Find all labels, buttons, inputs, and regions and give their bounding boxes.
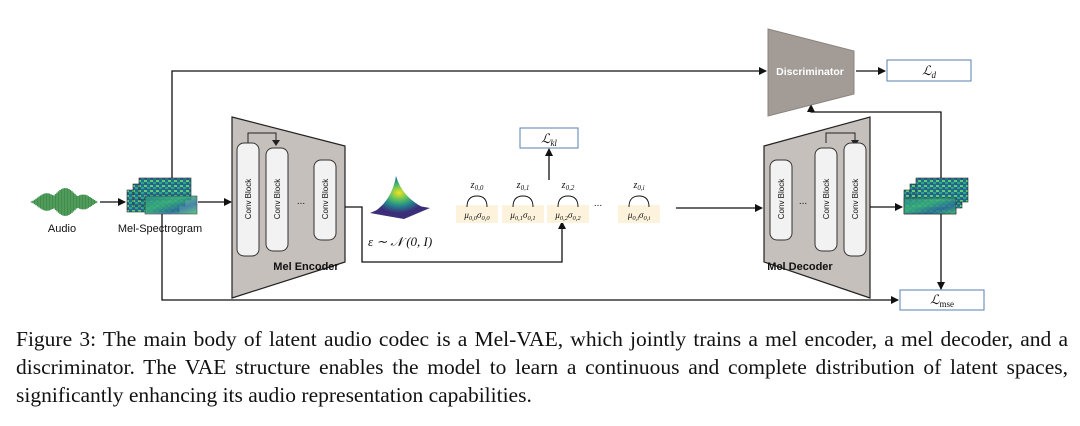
encoder-conv-block-label-1: Conv Block [244, 178, 253, 219]
latent-group: z0,i μ0,iσ0,i [618, 180, 660, 223]
svg-text:ℒkl: ℒkl [541, 131, 557, 148]
audio-label: Audio [48, 223, 76, 235]
decoder-conv-block-1 [769, 159, 793, 241]
latent-variables: z0,0 μ0,0σ0,0 z0,1 μ0,1σ0,1 z0,2 μ0,2σ0,2 z0,i… [456, 180, 660, 223]
encoder-conv-block-label-2: Conv Block [273, 178, 282, 219]
encoder-ellipsis: ... [297, 196, 305, 207]
svg-text:ℒmse: ℒmse [930, 292, 954, 309]
latent-branch [512, 195, 534, 208]
latent-z-label: z0,0 [470, 180, 484, 192]
mel-spectrogram-label: Mel-Spectrogram [118, 223, 202, 235]
kl-loss-box: ℒkl [519, 127, 579, 149]
encoder-conv-block-3 [313, 159, 337, 241]
latent-z-label: z0,i [632, 180, 644, 192]
latent-group: z0,0 μ0,0σ0,0 [456, 180, 498, 223]
latent-ellipsis: ... [594, 198, 602, 209]
latent-group: z0,2 μ0,2σ0,2 [547, 180, 589, 223]
encoder-title: Mel Encoder [273, 261, 339, 273]
latent-branch [466, 195, 488, 208]
svg-text:ℒd: ℒd [922, 63, 936, 80]
audio-waveform-icon [30, 188, 99, 216]
decoder-conv-block-label-2: Conv Block [822, 178, 831, 219]
mse-loss-symbol: ℒ [930, 292, 940, 307]
discriminator-label: Discriminator [776, 66, 844, 78]
latent-mu-sigma-label: μ0,2σ0,2 [554, 210, 581, 222]
latent-z-label: z0,1 [516, 180, 530, 192]
input-spectrogram-icon [126, 177, 198, 215]
kl-loss-symbol: ℒ [541, 131, 551, 146]
mse-loss-box: ℒmse [899, 289, 985, 311]
decoder-conv-block-label-3: Conv Block [851, 178, 860, 219]
encoder-conv-block-1 [236, 142, 260, 257]
decoder-conv-block-3 [843, 142, 867, 257]
decoder-conv-block-label-1: Conv Block [777, 178, 786, 219]
gaussian-distribution-icon [370, 176, 430, 219]
latent-z-label: z0,2 [561, 180, 575, 192]
latent-mu-sigma-label: μ0,1σ0,1 [509, 210, 535, 222]
noise-formula: ε ∼ 𝒩 (0, I) [368, 234, 432, 249]
latent-mu-sigma-label: μ0,0σ0,0 [463, 210, 490, 222]
latent-mu-sigma-label: μ0,iσ0,i [627, 210, 651, 222]
latent-group: z0,1 μ0,1σ0,1 [502, 180, 544, 223]
d-loss-symbol: ℒ [922, 63, 932, 78]
mel-encoder: Conv Block Conv Block Conv Block ... Mel… [231, 116, 346, 299]
latent-branch [557, 195, 579, 208]
discriminator: Discriminator [767, 28, 855, 117]
decoder-conv-block-2 [814, 147, 838, 252]
mse-loss-subscript: mse [939, 299, 954, 309]
mel-decoder: Conv Block Conv Block Conv Block ... Mel… [763, 116, 871, 299]
encoder-conv-block-2 [265, 147, 289, 252]
output-spectrogram-icon [903, 177, 969, 215]
encoder-conv-block-label-3: Conv Block [321, 178, 330, 219]
discriminator-loss-box: ℒd [886, 59, 972, 82]
decoder-title: Mel Decoder [767, 261, 833, 273]
latent-branch [628, 195, 650, 208]
figure-caption: Figure 3: The main body of latent audio … [16, 327, 1068, 407]
mel-vae-diagram: Audio Mel-Spectrogram Conv Block Conv Bl… [30, 28, 985, 311]
d-loss-subscript: d [931, 70, 936, 80]
decoder-ellipsis: ... [799, 196, 807, 207]
kl-loss-subscript: kl [550, 138, 557, 148]
